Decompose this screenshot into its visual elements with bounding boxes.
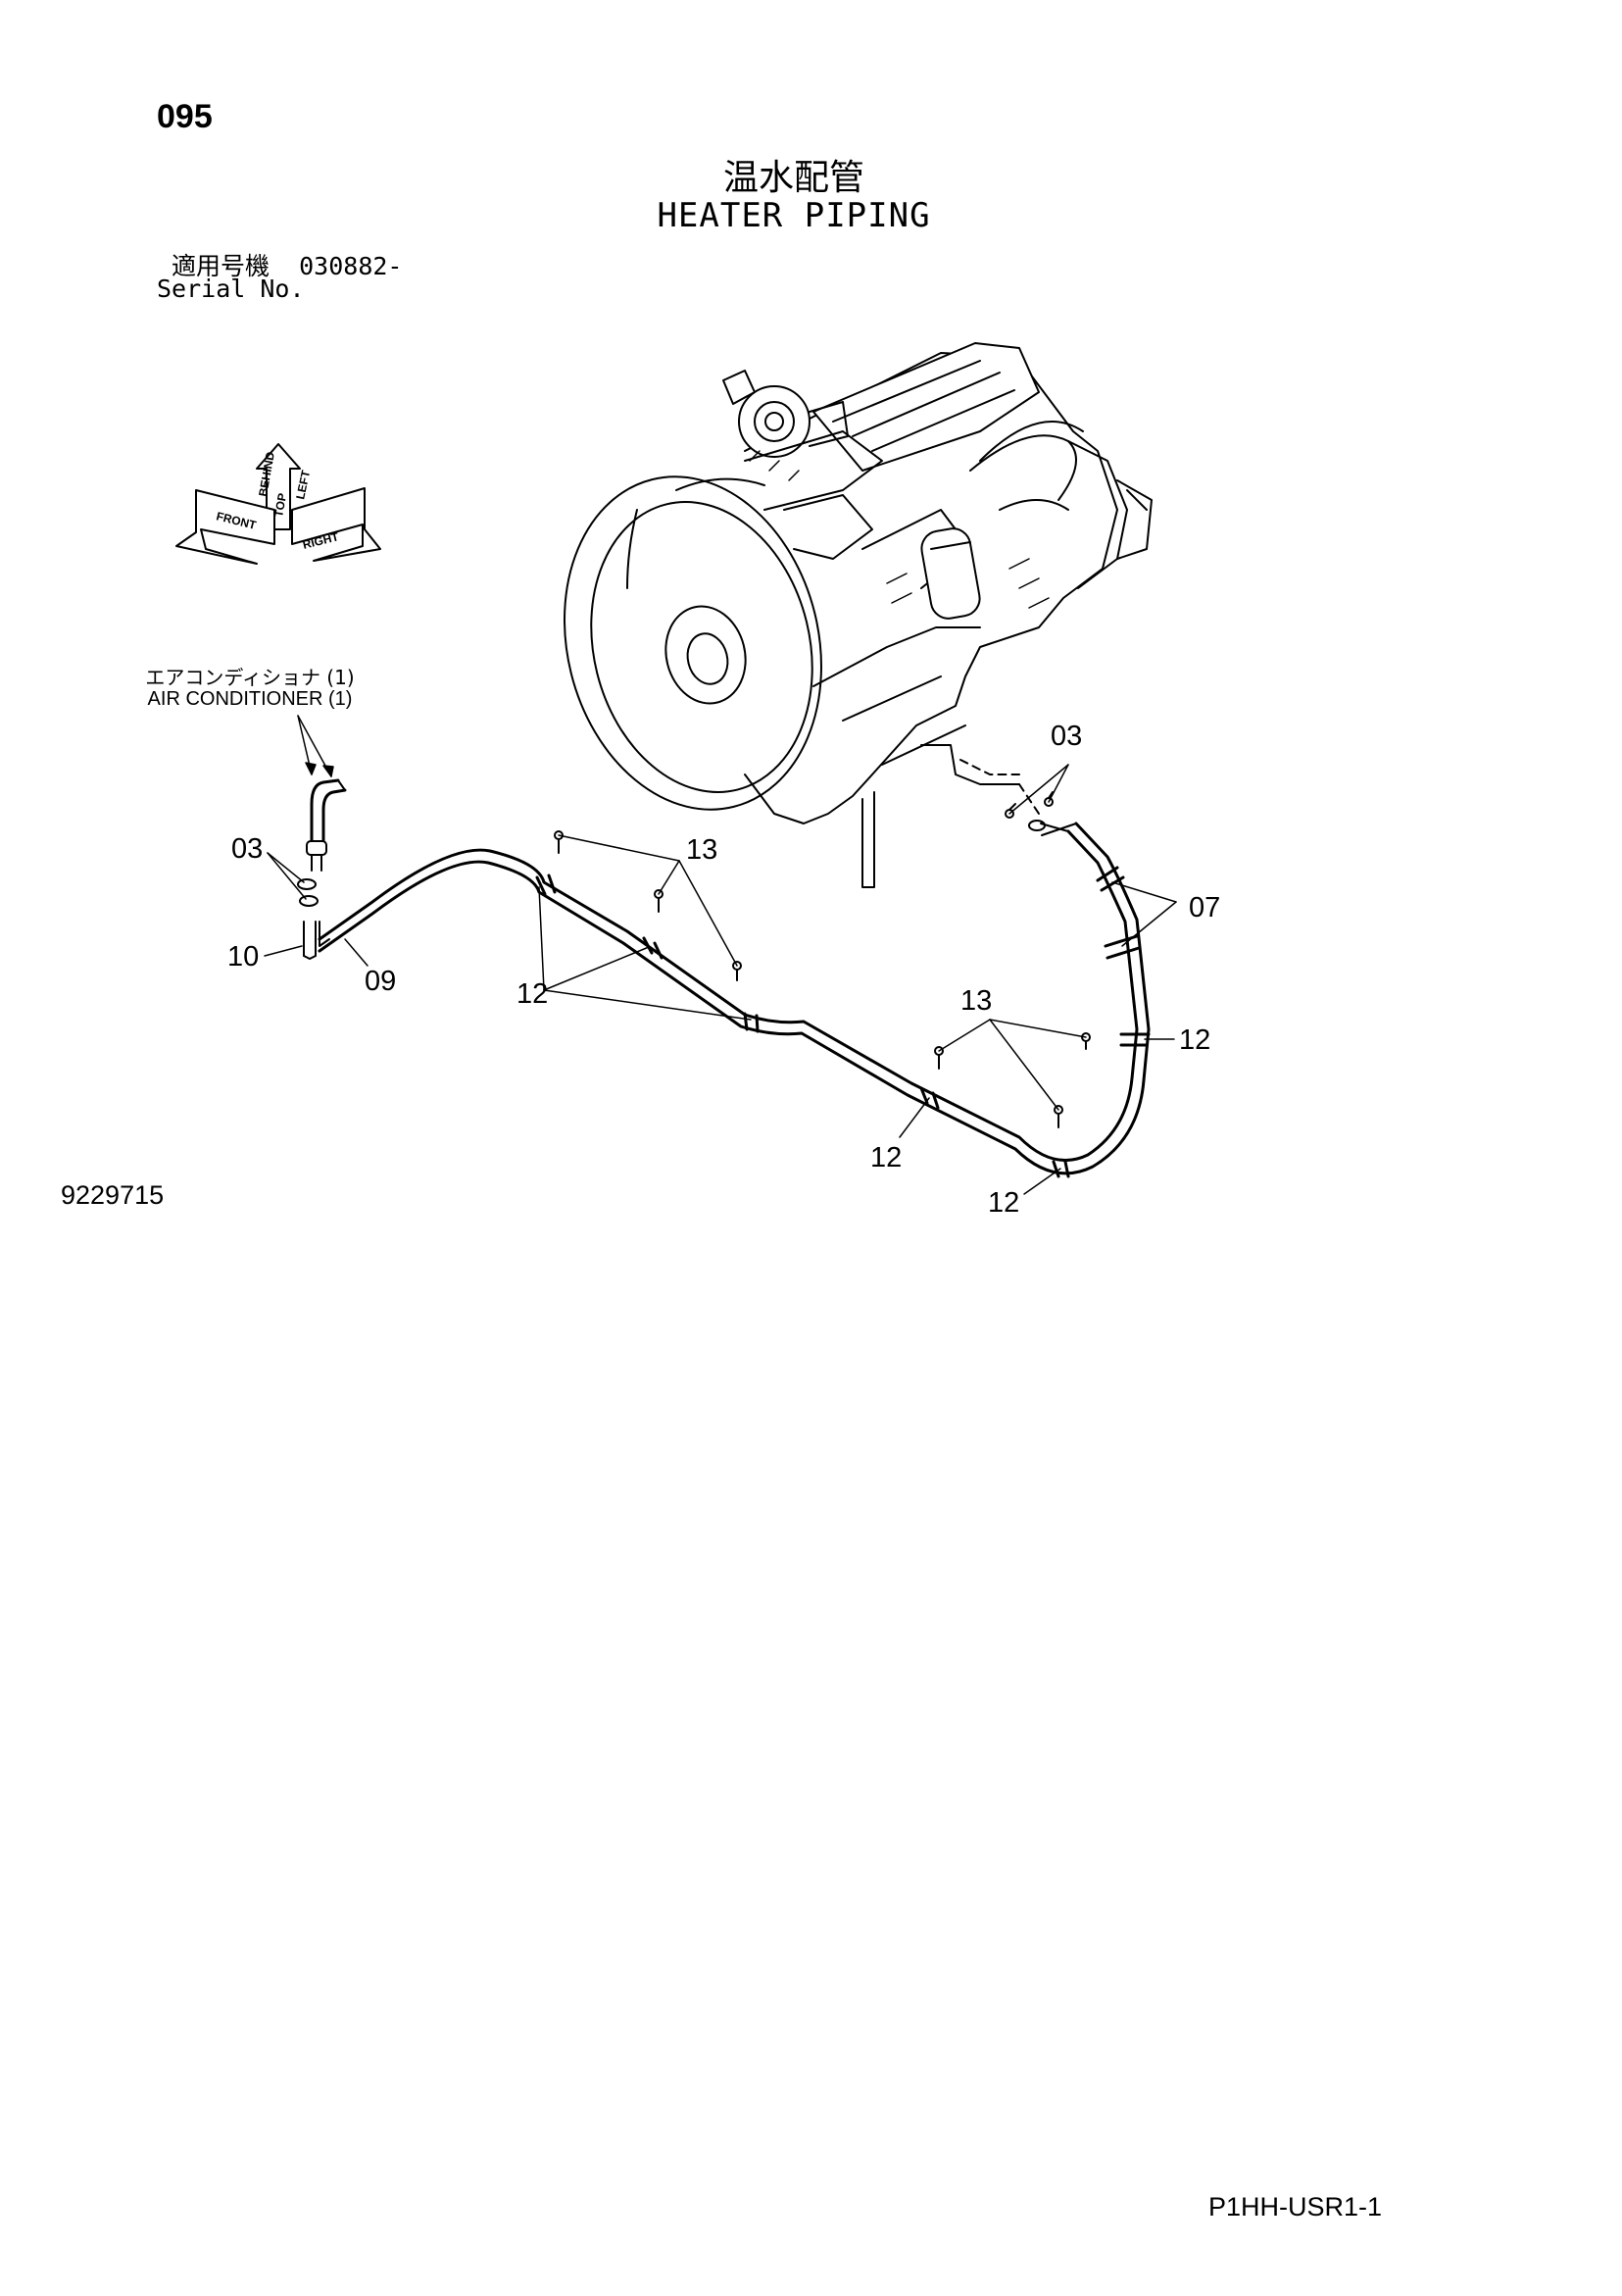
- callout-10: 10: [227, 941, 259, 973]
- orientation-arrow-right: [291, 487, 381, 562]
- air-conditioner-label-en: AIR CONDITIONER (1): [147, 688, 353, 710]
- air-conditioner-label-jp: エアコンディショナ (1): [145, 666, 355, 689]
- clamp-band: [535, 873, 557, 896]
- engine-illustration: [564, 342, 1153, 888]
- callout-12-bottom-middle: 12: [870, 1142, 902, 1173]
- clamp-band: [1104, 934, 1141, 960]
- callout-07: 07: [1189, 892, 1220, 923]
- serial-label-jp: 適用号機: [172, 252, 270, 280]
- leader-lines: [264, 715, 1177, 1195]
- flywheel-center: [686, 632, 729, 685]
- clamp-band: [1052, 1160, 1070, 1178]
- callout-03-right: 03: [1051, 721, 1082, 752]
- oil-filter: [920, 527, 981, 620]
- orientation-label-top: TOP: [271, 492, 289, 519]
- callout-03-left: 03: [231, 833, 263, 865]
- clamp-band: [1119, 1032, 1151, 1047]
- orientation-label-left: LEFT: [293, 469, 313, 501]
- callout-09: 09: [365, 966, 396, 997]
- engine-mount-leg: [861, 791, 875, 888]
- callout-12-bottom-right: 12: [988, 1187, 1019, 1219]
- serial-label-en: Serial No.: [157, 275, 305, 303]
- title-english: HEATER PIPING: [657, 196, 931, 235]
- clamp-band: [919, 1086, 940, 1110]
- flywheel-housing: [564, 475, 822, 811]
- orientation-arrow-front: [175, 489, 275, 565]
- callout-12-left: 12: [516, 978, 548, 1010]
- turbocharger: [738, 385, 811, 458]
- flywheel-rim: [590, 501, 813, 793]
- air-conditioner-hose: [306, 778, 347, 872]
- engine-block: [744, 352, 1118, 824]
- drawing-number: 9229715: [61, 1180, 165, 1210]
- clamp-band: [743, 1012, 760, 1033]
- serial-applicability: 適用号機 030882-: [172, 247, 402, 282]
- callout-12-right: 12: [1179, 1024, 1210, 1056]
- callout-13-top: 13: [686, 834, 717, 866]
- bolts: [554, 791, 1091, 1128]
- callout-13-bottom: 13: [960, 985, 992, 1017]
- orientation-indicator: TOP BEHIND LEFT FRONT RIGHT: [175, 443, 381, 565]
- sheet-code: P1HH-USR1-1: [1208, 2192, 1383, 2221]
- main-heater-pipe: [318, 820, 1151, 1178]
- page-number: 095: [157, 98, 213, 135]
- clamp-band: [1096, 866, 1125, 892]
- clamp-band: [642, 936, 664, 960]
- serial-value: 030882-: [299, 252, 403, 280]
- flywheel-hub: [664, 605, 747, 705]
- callout-numbers: 03 10 09 13 12 03 07 13 12 12 12: [227, 721, 1220, 1219]
- title-japanese: 温水配管: [722, 158, 864, 198]
